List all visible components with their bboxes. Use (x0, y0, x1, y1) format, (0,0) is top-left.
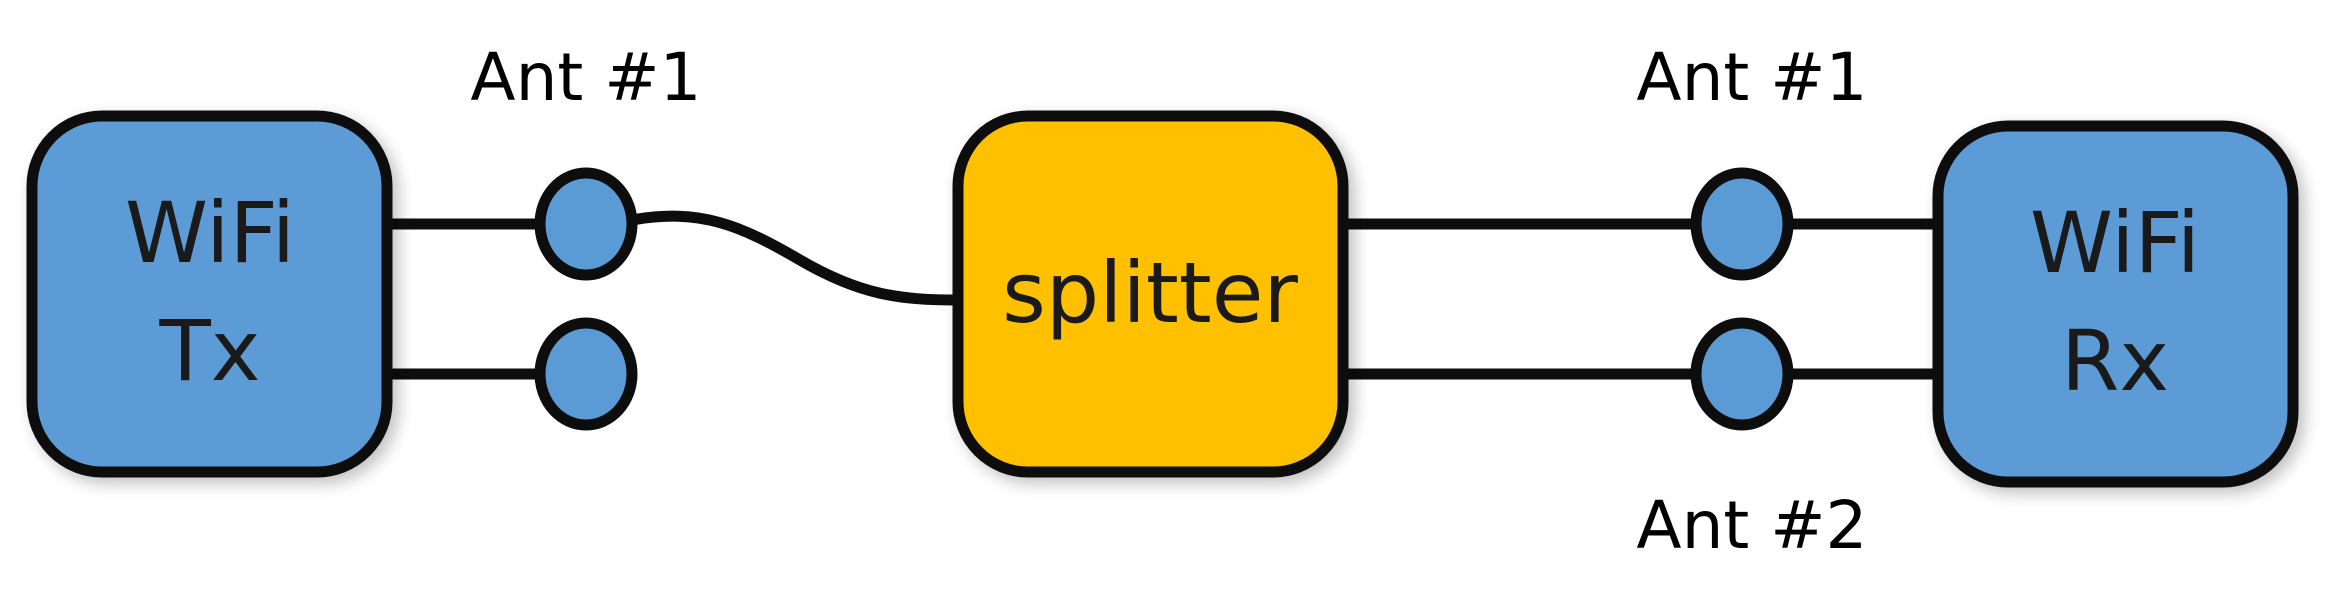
rx-ant1-label: Ant #1 (1636, 39, 1867, 116)
rx-antenna-1 (1690, 167, 1794, 281)
tx-ant1-label: Ant #1 (470, 39, 701, 116)
splitter-box (952, 110, 1349, 478)
tx-antenna-2 (534, 317, 638, 431)
rx-ant2-label: Ant #2 (1636, 487, 1867, 564)
rx-antenna-2 (1690, 317, 1794, 431)
wifi-rx-label-line1: WiFi (2030, 194, 2200, 292)
ant1-to-splitter-cable (631, 210, 959, 306)
connections (388, 210, 1938, 380)
wifi-tx-label-line1: WiFi (125, 184, 295, 282)
splitter-label: splitter (1002, 244, 1298, 342)
wifi-rx-box (1932, 120, 2299, 488)
wifi-rx-label-line2: Rx (2061, 312, 2169, 410)
wifi-tx-box (26, 110, 393, 478)
tx-antenna-1 (534, 167, 638, 281)
wifi-tx-label-line2: Tx (158, 302, 260, 400)
